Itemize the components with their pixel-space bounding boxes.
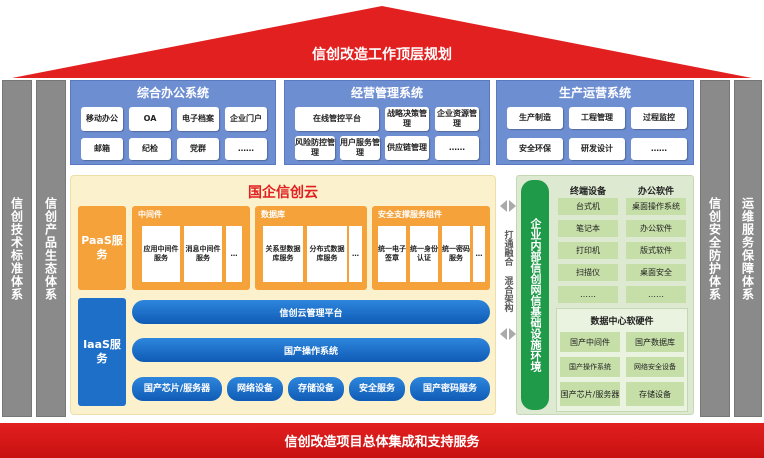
production-item: 安全环保 [507,138,563,160]
roof-title: 信创改造工作顶层规划 [312,47,452,63]
pillar-product-ecosystem: 信创产品生态体系 [36,80,66,417]
software-item: 办公软件 [626,220,686,237]
pillar-security-protection: 信创安全防护体系 [700,80,730,417]
database-item: 关系型数据库服务 [263,226,303,282]
software-item: 桌面安全 [626,264,686,281]
iaas-pill: 安全服务 [349,377,405,401]
production-item: 研发设计 [569,138,625,160]
dc-item: 国产中间件 [560,332,620,352]
database-item: 分布式数据库服务 [307,226,347,282]
middleware-item: 应用中间件服务 [142,226,180,282]
dc-item: 国产操作系统 [560,357,620,377]
middleware-title: 中间件 [138,210,162,219]
middleware-item: 消息中间件服务 [184,226,222,282]
production-system-title: 生产运营系统 [558,86,631,100]
office-item: OA [129,107,171,131]
office-system-title: 综合办公系统 [136,86,209,100]
office-item: 企业门户 [225,107,267,131]
security-item: 统一身份认证 [410,226,438,282]
management-item: 供应链管理 [385,136,429,160]
security-item: 统一电子签章 [378,226,406,282]
iaas-pill: 存储设备 [288,377,344,401]
software-item: 桌面操作系统 [626,198,686,215]
footer-bar: 信创改造项目总体集成和支持服务 [0,423,764,458]
office-system-box: 综合办公系统 移动办公 OA 电子档案 企业门户 邮箱 纪检 党群 …… [70,80,276,165]
middleware-item: … [226,226,242,282]
iaas-pill: 国产芯片/服务器 [132,377,222,401]
database-item: … [349,226,362,282]
management-item: 战略决策管理 [385,107,429,131]
roof-triangle [12,6,752,78]
management-system-box: 经营管理系统 在线管控平台 战略决策管理 企业资源管理 风险防控管理 用户服务管… [284,80,490,165]
hybrid-architecture-text: 打通融合 混合架构 [502,230,513,312]
domestic-os-bar: 国产操作系统 [132,338,490,362]
office-item: 纪检 [129,138,171,160]
paas-label: PaaS服务 [78,206,126,290]
double-arrow-icon [500,200,516,340]
management-item: 在线管控平台 [295,107,379,131]
dc-title: 数据中心软硬件 [590,317,654,327]
dc-item: 存储设备 [626,382,684,406]
production-item: 生产制造 [507,107,563,129]
dc-item: 国产芯片/服务器 [560,382,620,406]
dc-item: 网络安全设备 [626,357,684,377]
terminal-item: 台式机 [558,198,618,215]
iaas-pill: 国产密码服务 [410,377,490,401]
cloud-management-platform-bar: 信创云管理平台 [132,300,490,324]
management-item: 用户服务管理 [340,136,380,160]
security-group: 安全支撑服务组件 统一电子签章 统一身份认证 统一密码服务 … [372,206,490,290]
middleware-group: 中间件 应用中间件服务 消息中间件服务 … [132,206,250,290]
pillar-tech-standard: 信创技术标准体系 [2,80,32,417]
production-item: …… [631,138,687,160]
dc-item: 国产数据库 [626,332,684,352]
security-item: 统一密码服务 [442,226,470,282]
pillar-ops-support: 运维服务保障体系 [734,80,762,417]
production-system-box: 生产运营系统 生产制造 工程管理 过程监控 安全环保 研发设计 …… [496,80,694,165]
security-item: … [473,226,485,282]
terminal-item: …… [558,286,618,303]
datacenter-title: 企业内部信创网信基础设施环境 [521,180,549,410]
terminal-item: 笔记本 [558,220,618,237]
terminal-item: 扫描仪 [558,264,618,281]
management-item: 风险防控管理 [295,136,335,160]
office-item: 移动办公 [81,107,123,131]
production-item: 工程管理 [569,107,625,129]
security-title: 安全支撑服务组件 [378,210,442,219]
cloud-title: 国企信创云 [248,185,318,201]
management-system-title: 经营管理系统 [350,86,423,100]
database-title: 数据库 [261,210,285,219]
database-group: 数据库 关系型数据库服务 分布式数据库服务 … [255,206,367,290]
management-item: 企业资源管理 [435,107,479,131]
management-item: …… [435,136,479,160]
iaas-label: IaaS服务 [78,298,126,406]
office-item: 电子档案 [177,107,219,131]
office-item: 党群 [177,138,219,160]
terminal-title: 终端设备 [569,187,606,197]
terminal-item: 打印机 [558,242,618,259]
office-item: …… [225,138,267,160]
production-item: 过程监控 [631,107,687,129]
software-item: …… [626,286,686,303]
software-item: 版式软件 [626,242,686,259]
software-title: 办公软件 [637,187,674,197]
iaas-pill: 网络设备 [227,377,283,401]
office-item: 邮箱 [81,138,123,160]
